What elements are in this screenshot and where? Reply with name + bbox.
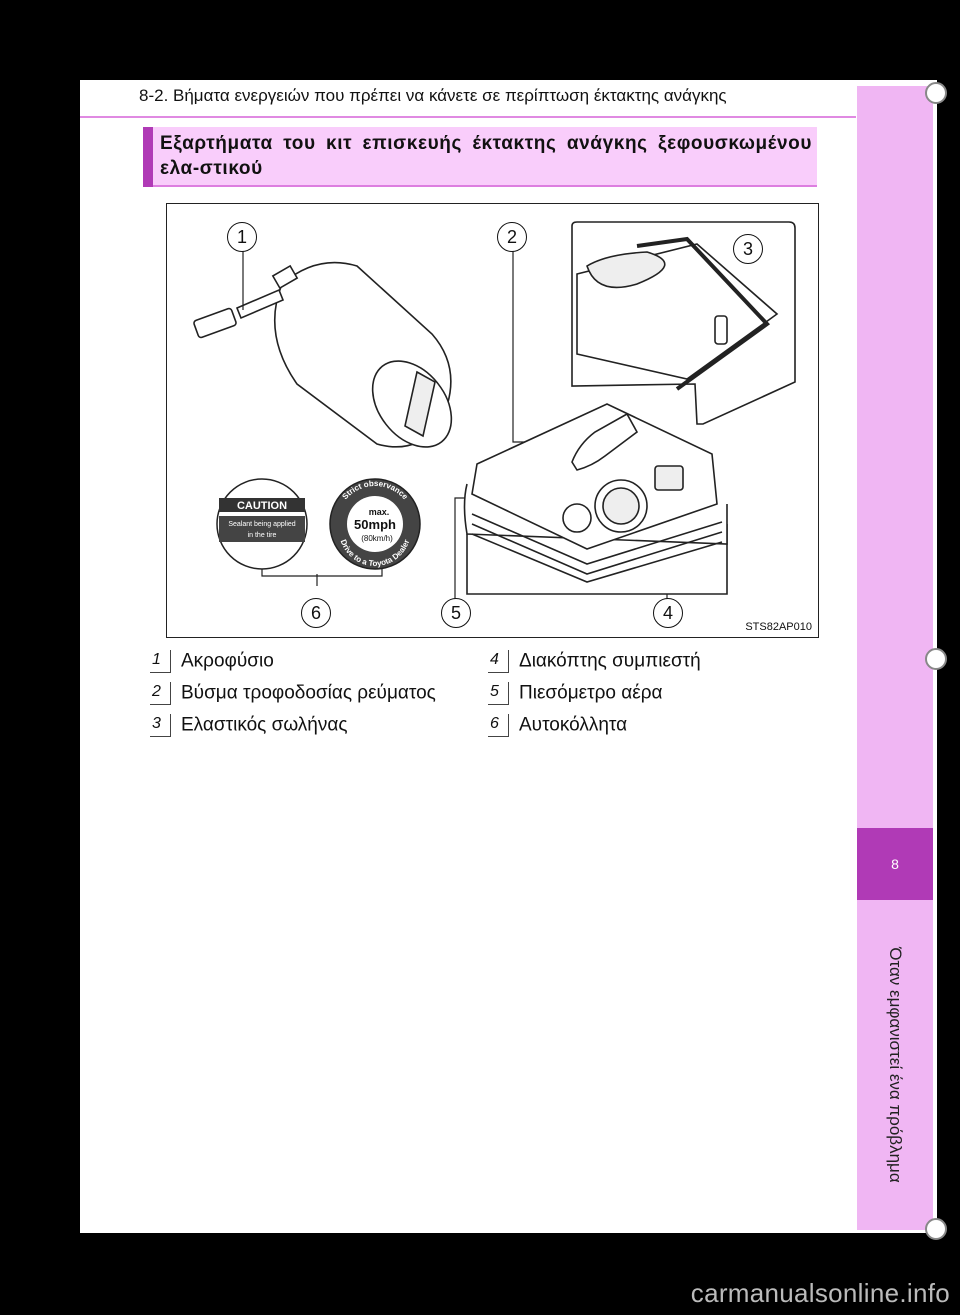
speed-value: 50mph <box>354 517 396 532</box>
chapter-tab-lower <box>857 900 933 1230</box>
legend-number: 3 <box>150 714 171 737</box>
running-head: 8-2. Βήματα ενεργειών που πρέπει να κάνε… <box>139 86 727 105</box>
legend-item: 3 Ελαστικός σωλήνας <box>150 714 348 744</box>
legend-number: 1 <box>150 650 171 673</box>
section-title: Εξαρτήματα του κιτ επισκευής έκτακτης αν… <box>160 133 812 179</box>
legend-label: Αυτοκόλλητα <box>519 714 628 736</box>
legend-label: Πιεσόμετρο αέρα <box>519 682 663 704</box>
callout-3: 3 <box>733 234 763 264</box>
chapter-title: Όταν εμφανιστεί ένα πρόβλημα <box>886 947 905 1183</box>
legend-label: Ακροφύσιο <box>181 650 274 672</box>
legend-item: 6 Αυτοκόλλητα <box>488 714 627 744</box>
caution-line-2: in the tire <box>248 532 277 539</box>
header-rule <box>80 116 856 118</box>
crop-mark <box>937 1180 940 1220</box>
caution-heading: CAUTION <box>237 500 287 512</box>
watermark: carmanualsonline.info <box>690 1278 950 1308</box>
speed-metric: (80km/h) <box>361 534 393 543</box>
legend-item: 2 Βύσμα τροφοδοσίας ρεύματος <box>150 682 436 712</box>
registration-mark <box>925 648 947 670</box>
callout-5: 5 <box>441 598 471 628</box>
compressor <box>463 403 728 595</box>
legend-item: 1 Ακροφύσιο <box>150 650 274 680</box>
legend-label: Βύσμα τροφοδοσίας ρεύματος <box>181 682 436 704</box>
speed-sticker: Strict observance Drive to a Toyota Deal… <box>329 478 421 570</box>
caution-line-1: Sealant being applied <box>228 521 295 528</box>
sealant-bottle <box>193 261 453 448</box>
callout-2: 2 <box>497 222 527 252</box>
legend-item: 5 Πιεσόμετρο αέρα <box>488 682 663 712</box>
legend-label: Διακόπτης συμπιεστή <box>519 650 701 672</box>
caution-sticker: CAUTION Sealant being applied in the tir… <box>216 478 308 570</box>
hose-inset <box>571 221 796 425</box>
crop-mark <box>937 100 940 130</box>
callout-4: 4 <box>653 598 683 628</box>
legend-number: 5 <box>488 682 509 705</box>
parts-illustration: CAUTION Sealant being applied in the tir… <box>166 203 819 638</box>
legend-number: 6 <box>488 714 509 737</box>
kit-drawing: CAUTION Sealant being applied in the tir… <box>193 221 796 616</box>
registration-mark <box>925 82 947 104</box>
figure-code: STS82AP010 <box>745 621 812 633</box>
legend-item: 4 Διακόπτης συμπιεστή <box>488 650 701 680</box>
section-header <box>143 127 817 187</box>
section-accent-bar <box>143 127 153 187</box>
legend-number: 4 <box>488 650 509 673</box>
crop-mark <box>937 600 940 640</box>
callout-1: 1 <box>227 222 257 252</box>
chapter-tab-upper <box>857 86 933 828</box>
speed-max: max. <box>369 507 390 517</box>
registration-mark <box>925 1218 947 1240</box>
legend-label: Ελαστικός σωλήνας <box>181 714 348 736</box>
chapter-number[interactable]: 8 <box>857 828 933 900</box>
callout-6: 6 <box>301 598 331 628</box>
legend-number: 2 <box>150 682 171 705</box>
